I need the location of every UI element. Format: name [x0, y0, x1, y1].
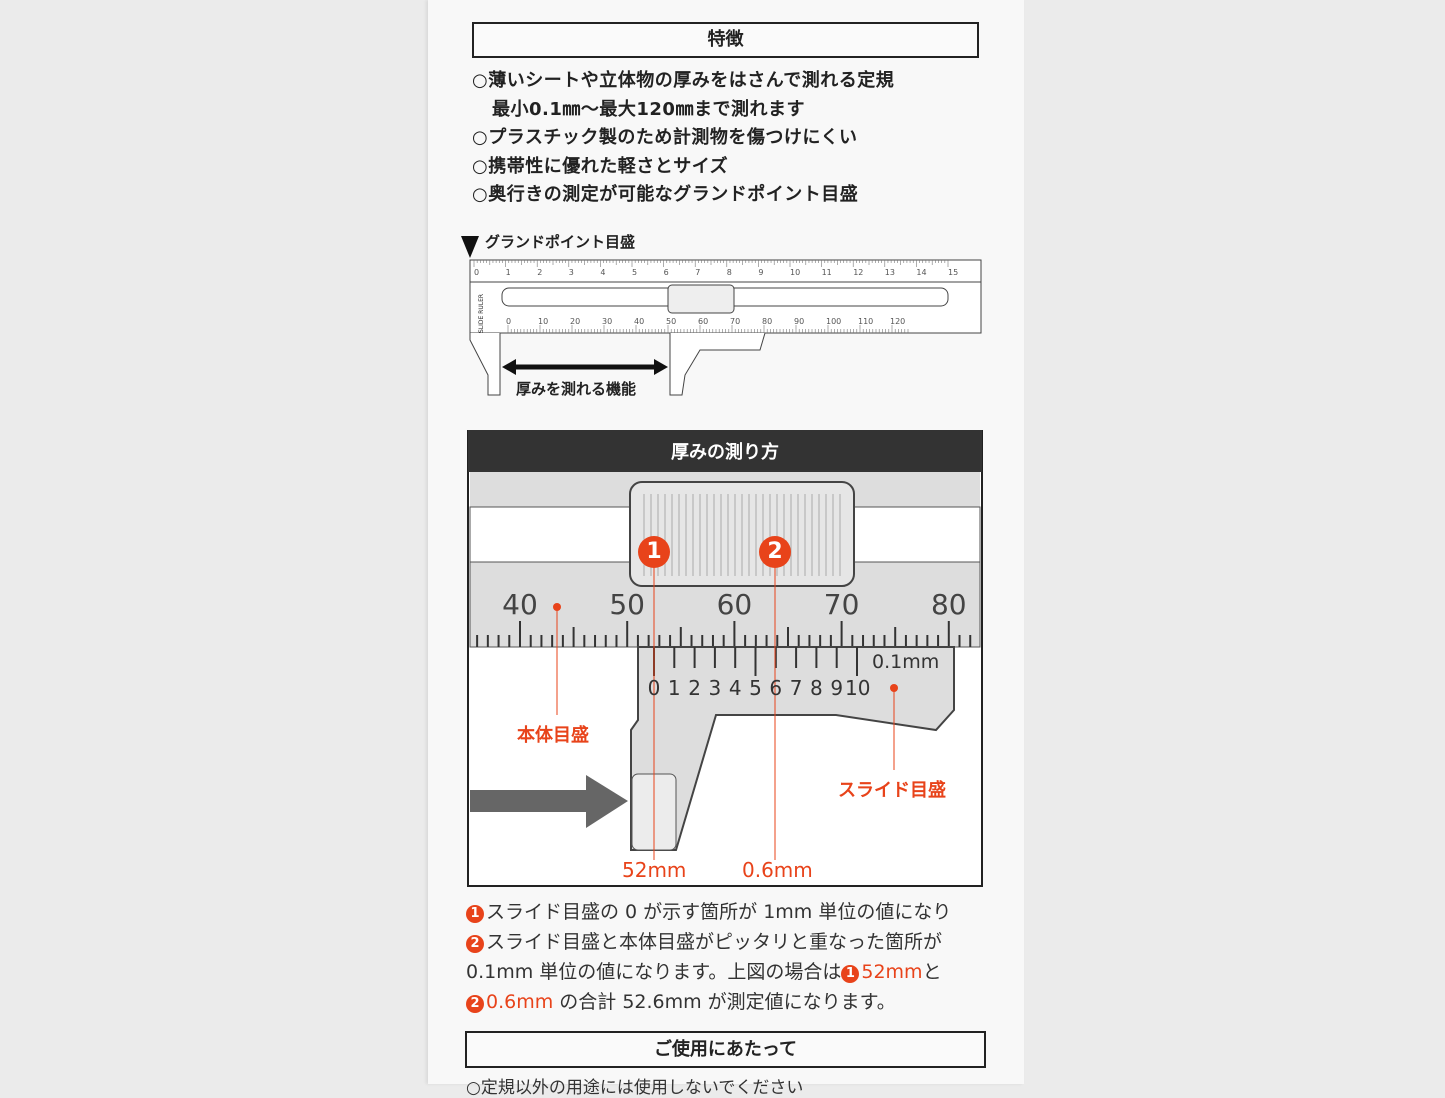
mm-tick-label: 20: [570, 317, 580, 326]
feature-item: 最小0.1㎜〜最大120㎜まで測れます: [492, 99, 805, 120]
reading-2: 0.6mm: [742, 858, 813, 882]
vernier-label: 2: [688, 676, 701, 700]
cm-tick-label: 4: [600, 268, 605, 277]
vernier-label: 8: [810, 676, 823, 700]
main-scale-label: 本体目盛: [517, 725, 589, 746]
usage-heading: ご使用にあたって: [465, 1031, 986, 1068]
number-1-badge: 1: [466, 905, 484, 923]
cm-tick-label: 2: [537, 268, 542, 277]
cm-tick-label: 7: [695, 268, 700, 277]
cm-tick-label: 9: [758, 268, 763, 277]
text: スライド目盛の 0 が示す箇所が 1mm 単位の値になり: [486, 901, 952, 923]
text: 0.1mm 単位の値になります。上図の場合は: [466, 961, 842, 983]
vernier-label: 7: [789, 676, 803, 700]
cm-tick-label: 11: [822, 268, 832, 277]
mm-tick-label: 60: [698, 317, 708, 326]
ruler-brand: SLIDE RULER: [478, 293, 486, 334]
text: の合計 52.6mm が測定値になります。: [553, 991, 896, 1013]
main-scale-label: 50: [609, 588, 645, 621]
mm-tick-label: 100: [826, 317, 841, 326]
vernier-label: 3: [708, 676, 722, 700]
feature-item: ○プラスチック製のため計測物を傷つけにくい: [472, 127, 858, 148]
mm-tick-label: 110: [858, 317, 873, 326]
marker-1: 1: [646, 539, 662, 564]
vernier-label: 1: [667, 676, 681, 700]
cm-tick-label: 12: [853, 268, 863, 277]
mm-tick-label: 0: [506, 317, 511, 326]
number-2-badge: 2: [466, 935, 484, 953]
cm-tick-label: 13: [885, 268, 895, 277]
vernier-label: 10: [845, 676, 871, 700]
thickness-label: 厚みを測れる機能: [516, 380, 637, 398]
how-to-diagram: [467, 430, 983, 887]
features-heading: 特徴: [472, 22, 979, 58]
feature-item: ○携帯性に優れた軽さとサイズ: [472, 156, 729, 177]
mm-tick-label: 30: [602, 317, 612, 326]
ground-point-icon: [461, 236, 479, 258]
main-scale-label: 60: [716, 588, 753, 621]
how-to-title: 厚みの測り方: [671, 442, 779, 463]
mm-tick-label: 40: [634, 317, 644, 326]
vernier-label: 0: [647, 676, 661, 700]
cm-tick-label: 15: [948, 268, 958, 277]
cm-tick-label: 5: [632, 268, 637, 277]
main-scale-label: 40: [502, 588, 538, 621]
cm-tick-label: 10: [790, 268, 800, 277]
vernier-unit: 0.1mm: [872, 651, 940, 673]
reading-1: 52mm: [622, 858, 687, 882]
main-scale-label: 80: [930, 588, 967, 621]
number-2-badge: 2: [466, 995, 484, 1013]
ground-point-label: グランドポイント目盛: [485, 233, 636, 251]
feature-item: ○薄いシートや立体物の厚みをはさんで測れる定規: [472, 70, 895, 91]
vernier-label: 6: [769, 676, 783, 700]
vernier-label: 5: [749, 676, 762, 700]
vernier-label: 9: [830, 676, 844, 700]
cm-tick-label: 3: [569, 268, 574, 277]
main-scale-label: 70: [823, 588, 860, 621]
mm-tick-label: 50: [666, 317, 676, 326]
cm-tick-label: 0: [474, 268, 479, 277]
mm-tick-label: 10: [538, 317, 548, 326]
cm-tick-label: 1: [506, 268, 511, 277]
marker-2: 2: [767, 539, 783, 564]
text: スライド目盛と本体目盛がピッタリと重なった箇所が: [486, 931, 943, 953]
text: 0.6mm: [486, 991, 554, 1013]
vernier-label: 4: [728, 676, 742, 700]
cm-tick-label: 14: [916, 268, 926, 277]
mm-tick-label: 70: [730, 317, 740, 326]
usage-item: ○定規以外の用途には使用しないでください: [466, 1078, 804, 1098]
mm-tick-label: 120: [890, 317, 905, 326]
number-1-badge: 1: [841, 965, 860, 983]
mm-tick-label: 80: [762, 317, 772, 326]
mm-tick-label: 90: [794, 317, 804, 326]
text: と: [922, 961, 942, 983]
cm-tick-label: 8: [727, 268, 732, 277]
slide-scale-label: スライド目盛: [838, 780, 946, 801]
feature-item: ○奥行きの測定が可能なグランドポイント目盛: [472, 184, 859, 205]
cm-tick-label: 6: [664, 268, 669, 277]
text: 52mm: [861, 961, 923, 983]
